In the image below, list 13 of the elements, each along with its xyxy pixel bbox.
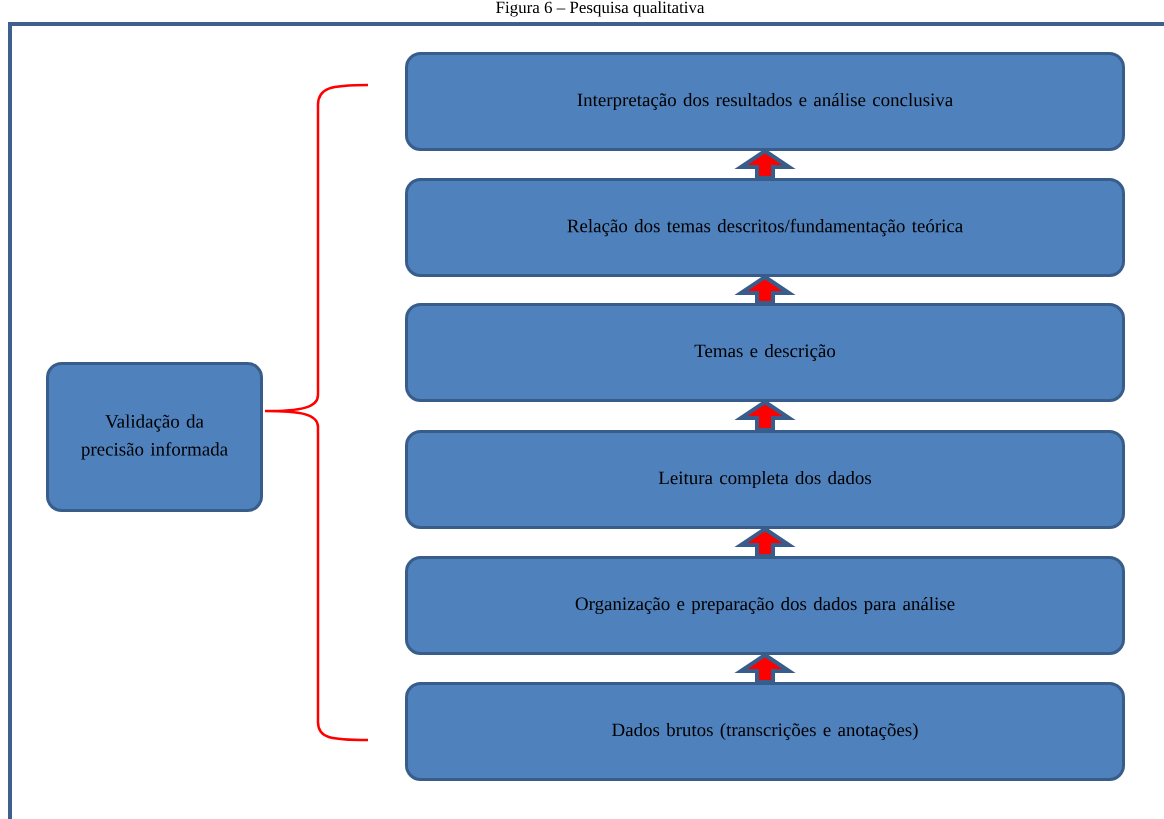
block-arrow — [734, 652, 796, 684]
block-arrow — [734, 274, 796, 305]
block-arrow — [734, 399, 796, 432]
process-box: Interpretação dos resultados e análise conclusiva — [405, 52, 1125, 151]
process-box: Leitura completa dos dados — [405, 430, 1125, 529]
figure-title: Figura 6 – Pesquisa qualitativa — [496, 1, 705, 17]
process-box: Temas e descrição — [405, 303, 1125, 402]
process-box: Dados brutos (transcrições e anotações) — [405, 682, 1125, 781]
process-box: Validação da precisão informada — [46, 362, 263, 512]
block-arrow — [734, 526, 796, 558]
process-box: Relação dos temas descritos/fundamentação teórica — [405, 178, 1125, 277]
process-box: Organização e preparação dos dados para análise — [405, 556, 1125, 655]
block-arrow — [734, 148, 796, 180]
